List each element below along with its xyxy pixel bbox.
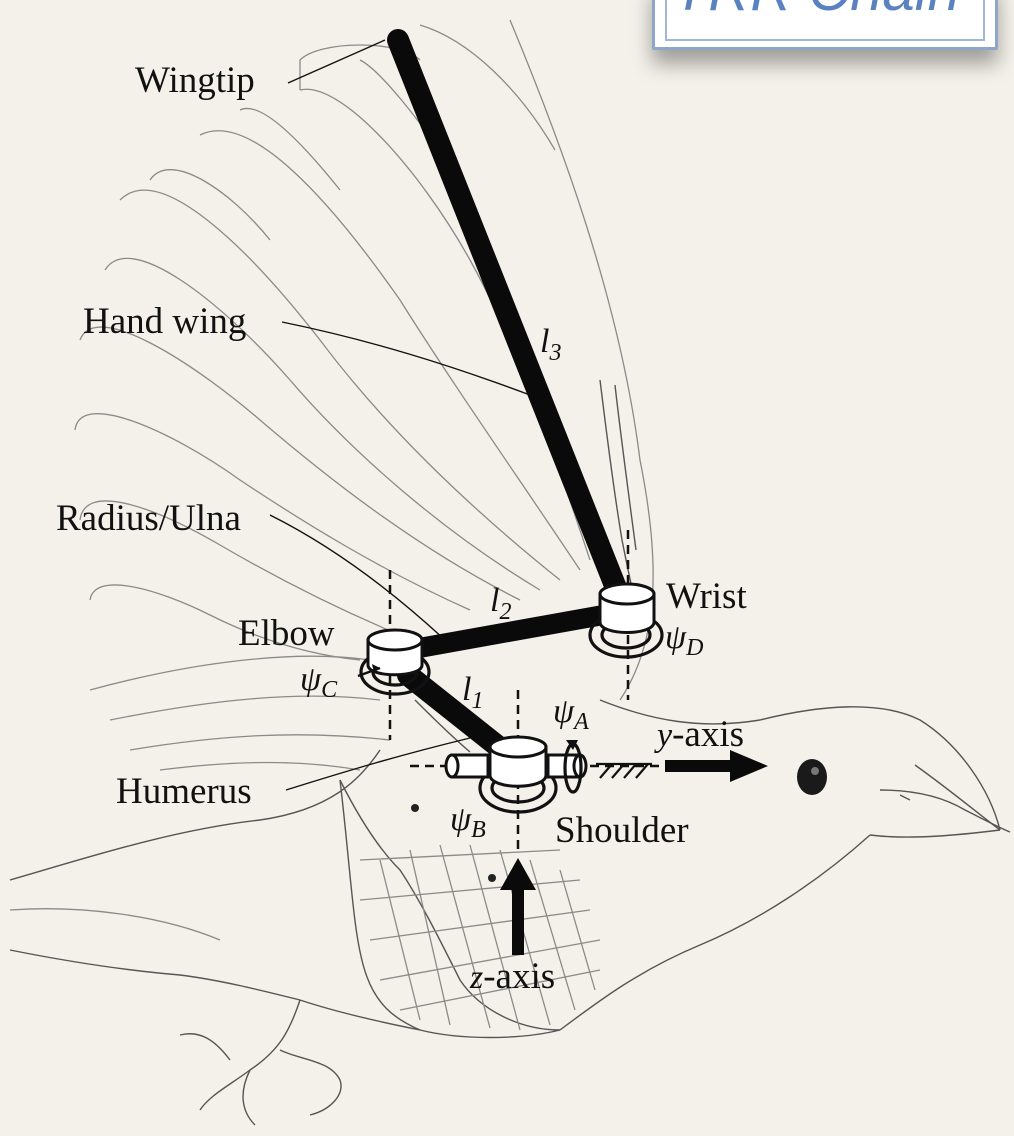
slide-title: TRR Chain [673,0,960,24]
wingtip-label: Wingtip [135,60,255,101]
y-axis-label: y-axis [654,714,744,755]
radius-ulna-label: Radius/Ulna [56,498,241,539]
hand-wing-label: Hand wing [83,301,246,342]
psi-b-symbol: ψB [450,801,486,843]
title-box: TRR Chain [652,0,998,50]
shoulder-label: Shoulder [555,810,689,851]
l3-symbol: l3 [540,323,561,366]
l2-symbol: l2 [490,582,511,625]
kinematic-chain [398,40,620,760]
elbow-label: Elbow [238,613,335,654]
psi-c-symbol: ψC [300,661,338,703]
psi-a-symbol: ψA [553,693,589,735]
l1-symbol: l1 [462,671,483,714]
z-axis-label: z-axis [469,956,555,997]
humerus-label: Humerus [116,771,252,812]
bird-eye [797,759,827,795]
wrist-joint [590,584,662,657]
z-axis-arrow [500,858,536,955]
wrist-label: Wrist [666,576,747,617]
psi-d-symbol: ψD [665,619,703,661]
link-l2 [408,612,620,650]
shoulder-joint [446,737,652,812]
